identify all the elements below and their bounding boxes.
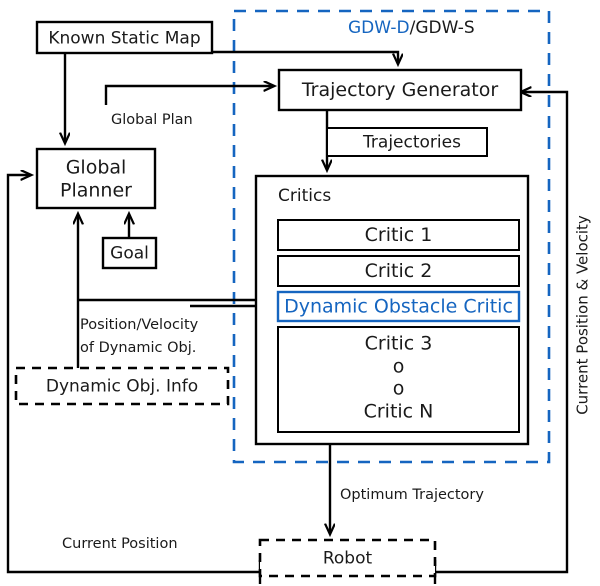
node-critic-3-label: Critic 3 [365, 333, 433, 355]
gdw-title-blue: GDW-D [348, 18, 410, 38]
node-trajectory-generator-label: Trajectory Generator [301, 79, 499, 101]
edge-label-position-velocity-line2: of Dynamic Obj. [80, 340, 196, 356]
node-critic-n-label: Critic N [364, 401, 434, 423]
edge-label-current-position: Current Position [62, 536, 178, 552]
edge-global-plan [104, 86, 274, 105]
node-global-planner-label-line2: Planner [60, 180, 132, 202]
node-trajectories-label: Trajectories [362, 133, 461, 153]
node-trajectories-box[interactable] [326, 127, 488, 157]
node-critic-ellipsis-2: o [393, 378, 405, 400]
node-global-planner-label-line1: Global [66, 157, 127, 179]
node-critics-label: Critics [278, 186, 331, 206]
node-robot-label: Robot [323, 549, 373, 569]
node-known-static-map[interactable] [35, 20, 214, 55]
node-goal[interactable] [101, 236, 158, 270]
node-dynamic-obstacle-critic[interactable] [276, 290, 521, 323]
node-critic-2-label: Critic 2 [365, 260, 433, 282]
edge-label-current-position-velocity: Current Position & Velocity [574, 215, 592, 415]
node-critic-n-box[interactable] [277, 326, 520, 433]
node-goal-label: Goal [110, 244, 149, 264]
edge-label-position-velocity-line1: Position/Velocity [80, 317, 199, 333]
edge-label-optimum-trajectory: Optimum Trajectory [340, 487, 484, 503]
node-dynamic-obstacle-critic-label: Dynamic Obstacle Critic [284, 296, 513, 318]
gdw-title: GDW-D/GDW-S [348, 18, 475, 38]
gdw-group-box [232, 9, 551, 464]
node-known-static-map-label: Known Static Map [48, 29, 200, 49]
edge-current-position-velocity-feedback [435, 92, 569, 574]
node-robot[interactable] [258, 538, 437, 578]
node-trajectory-generator[interactable] [277, 68, 523, 112]
node-critic-1-label: Critic 1 [365, 224, 433, 246]
gdw-title-separator: / [410, 18, 416, 38]
node-dynamic-obj-info-label: Dynamic Obj. Info [46, 377, 198, 397]
node-global-planner[interactable] [35, 147, 157, 210]
edge-map-to-trajectory-generator [212, 50, 398, 64]
edge-current-position-feedback [6, 175, 260, 574]
node-dynamic-obj-info[interactable] [14, 366, 230, 406]
node-critic-1[interactable] [277, 219, 520, 251]
node-critic-ellipsis-1: o [393, 356, 405, 378]
node-critic-2[interactable] [277, 255, 520, 287]
edge-label-global-plan: Global Plan [111, 112, 193, 128]
gdw-title-black: GDW-S [415, 18, 474, 38]
